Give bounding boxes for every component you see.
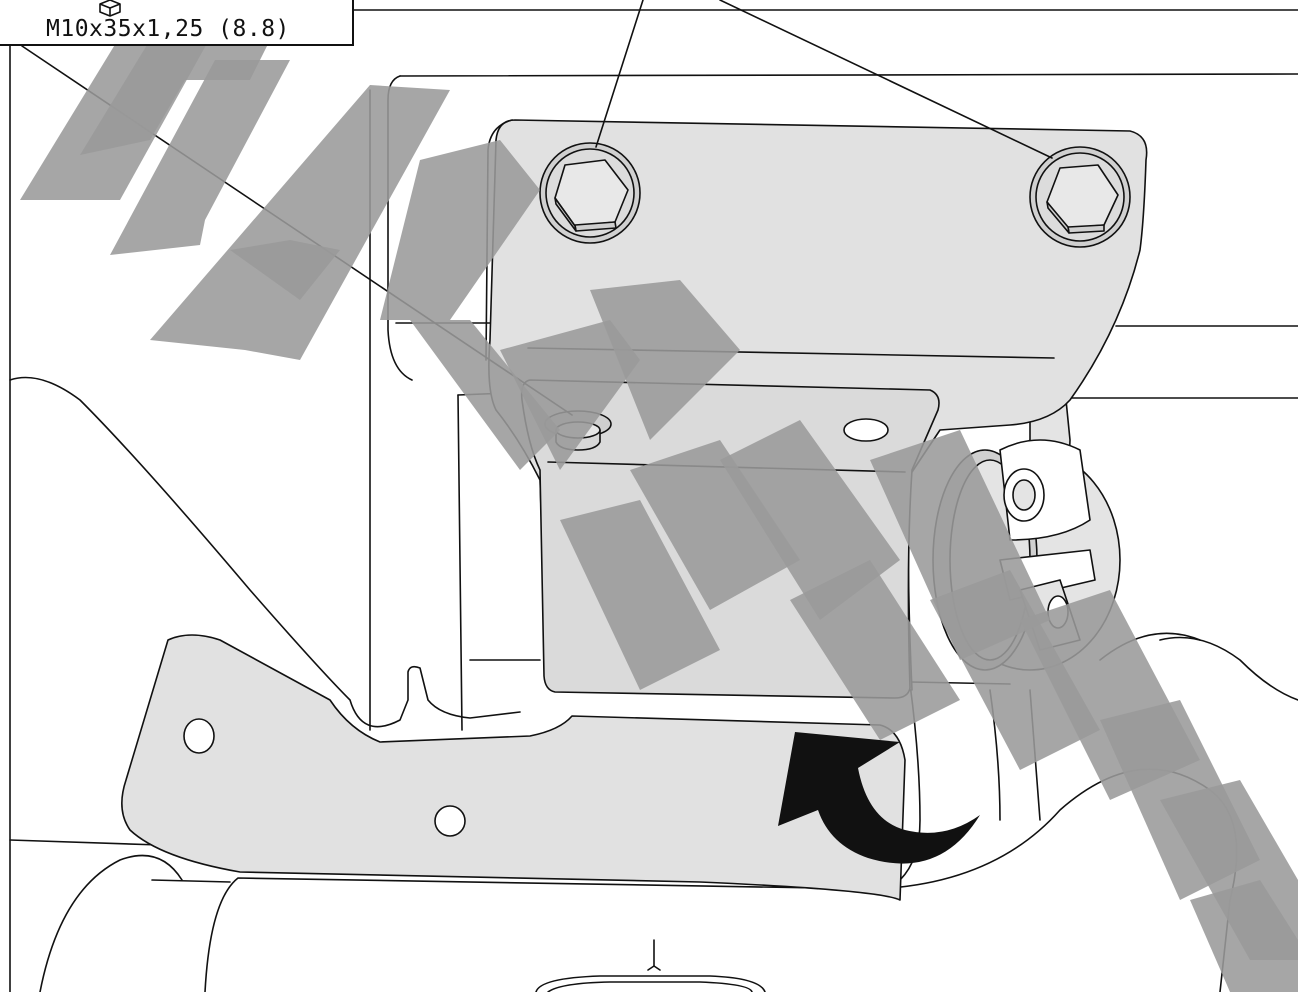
bolt-right <box>1029 146 1131 248</box>
mounting-hole-1 <box>183 718 215 754</box>
leader-line-bolt-left <box>595 0 644 148</box>
leader-line-bolt-right <box>719 0 1053 159</box>
fastener-spec-label: M10x35x1,25 (8.8) <box>46 16 290 42</box>
slot-hole <box>843 418 889 442</box>
motion-arrow <box>778 732 980 864</box>
vehicle-frame <box>9 9 1298 992</box>
fastener-callout-box: M10x35x1,25 (8.8) <box>0 0 354 46</box>
lower-bracket-plate <box>121 634 906 901</box>
mounting-hole-2 <box>434 805 466 837</box>
hex-bolt-icon <box>99 0 121 17</box>
bolt-left <box>539 142 641 244</box>
facsimile-watermark <box>20 20 1298 992</box>
